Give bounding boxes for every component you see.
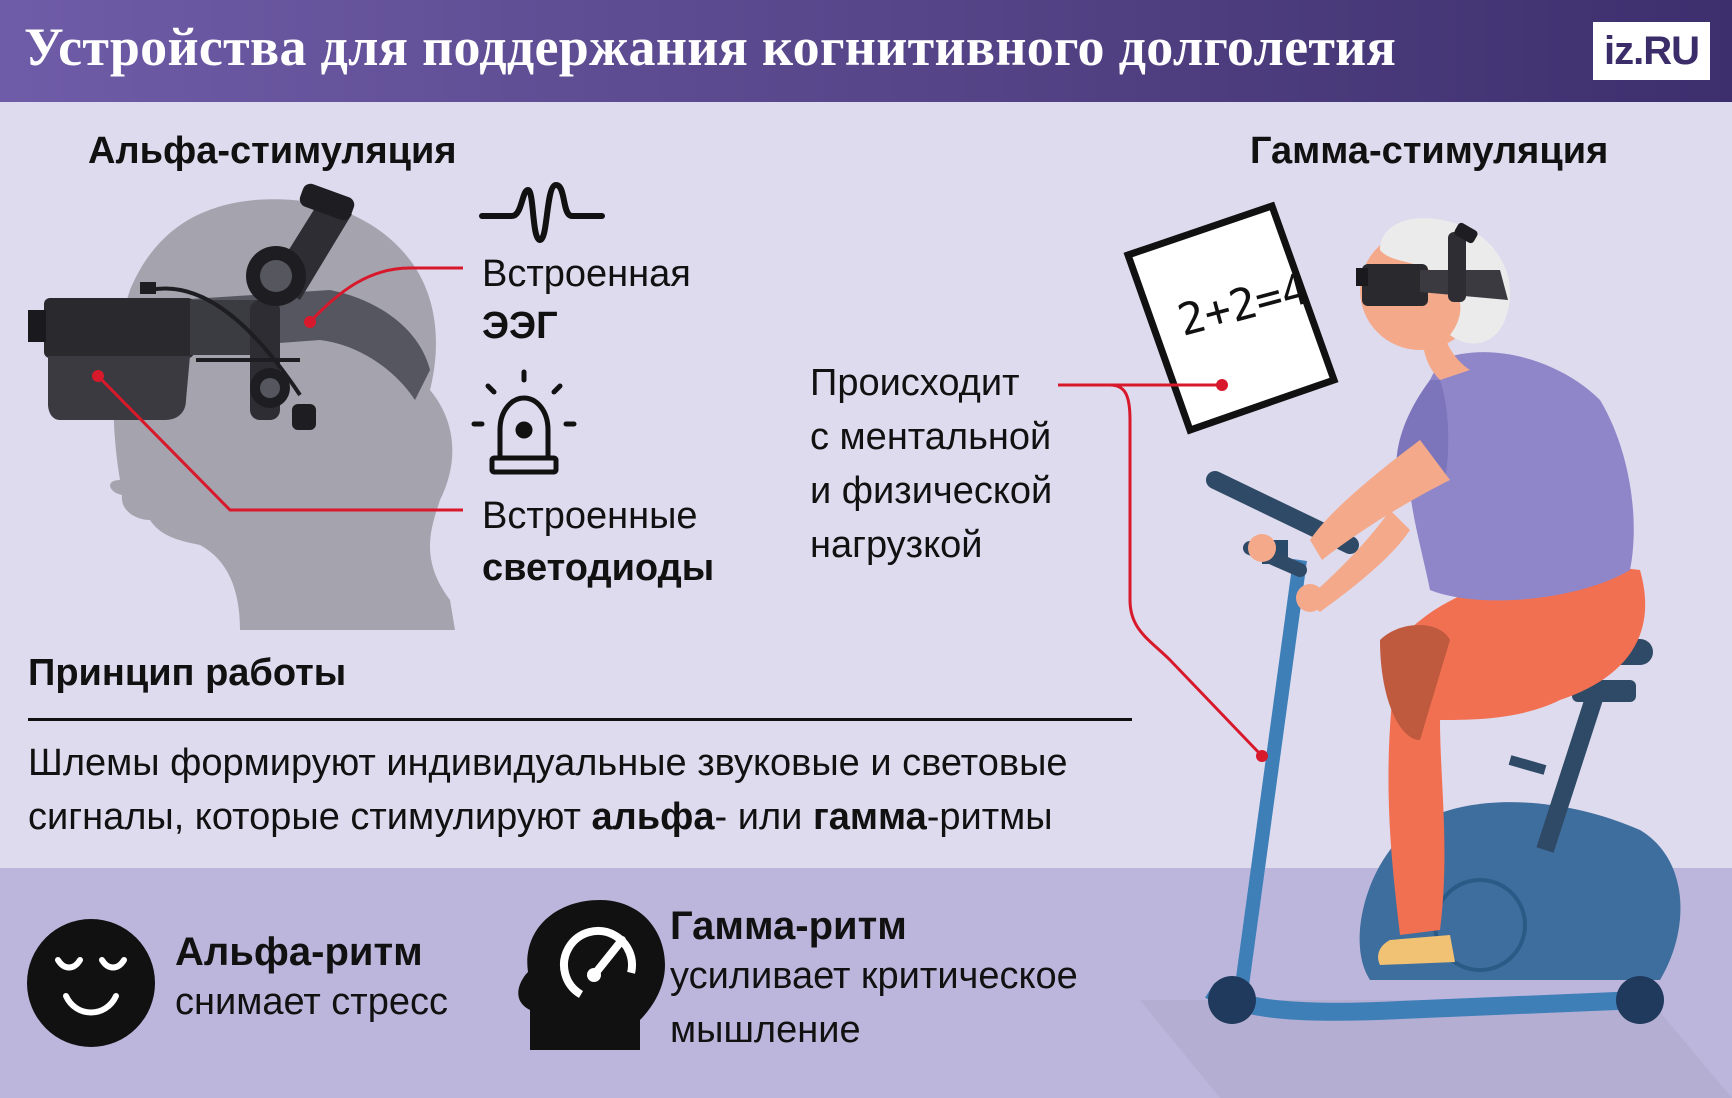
smiling-face-icon [27, 919, 155, 1047]
principle-text: Шлемы формируют индивидуальные звуковые … [28, 742, 1068, 838]
alpha-legend: Альфа-ритм снимает стресс [175, 930, 448, 1023]
callout-lines [92, 266, 463, 512]
izru-logo: iz.RU [1593, 22, 1710, 80]
math-board: 2+2=4 [1123, 201, 1339, 435]
principle-divider [28, 718, 1132, 721]
siren-light-icon [471, 369, 577, 475]
eeg-wave-icon [479, 182, 605, 243]
led-label: Встроенные светодиоды [482, 495, 715, 589]
page-title: Устройства для поддержания когнитивного … [24, 17, 1397, 77]
gamma-title: Гамма-стимуляция [1250, 130, 1609, 172]
principle-title: Принцип работы [28, 652, 347, 694]
floor-shadow [1140, 1000, 1732, 1098]
header-bar: Устройства для поддержания когнитивного … [0, 0, 1732, 102]
alpha-title: Альфа-стимуляция [88, 130, 457, 172]
head-gauge-icon [518, 900, 665, 1050]
gamma-callout-line [1058, 379, 1268, 762]
gamma-note: Происходит с ментальной и физической наг… [810, 362, 1053, 566]
gamma-legend: Гамма-ритм усиливает критическое мышлени… [670, 904, 1078, 1051]
vr-headset [28, 183, 430, 430]
eeg-label: Встроенная ЭЭГ [482, 253, 691, 347]
cyclist-woman [1248, 218, 1646, 965]
